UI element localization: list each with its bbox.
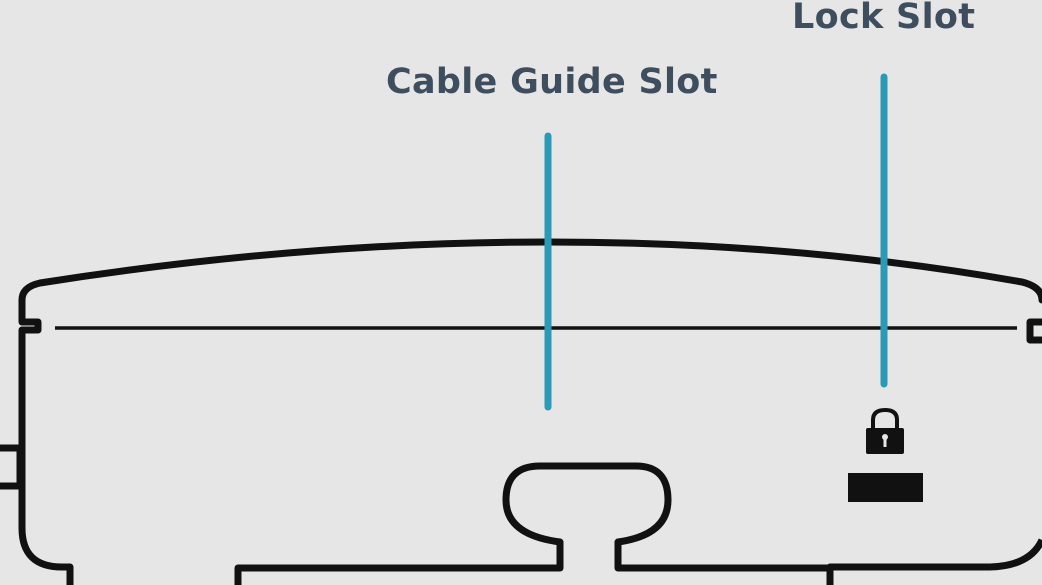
padlock-icon <box>866 407 904 454</box>
cable-guide-slot-outline <box>234 462 830 585</box>
lock-slot <box>848 473 923 502</box>
lock-slot-label: Lock Slot <box>792 0 976 37</box>
device-body-outline <box>18 238 1042 585</box>
device-right-edge <box>1026 318 1042 344</box>
cable-guide-slot-label: Cable Guide Slot <box>386 62 718 102</box>
device-right-lower-edge <box>826 538 1042 585</box>
side-port <box>0 444 24 490</box>
